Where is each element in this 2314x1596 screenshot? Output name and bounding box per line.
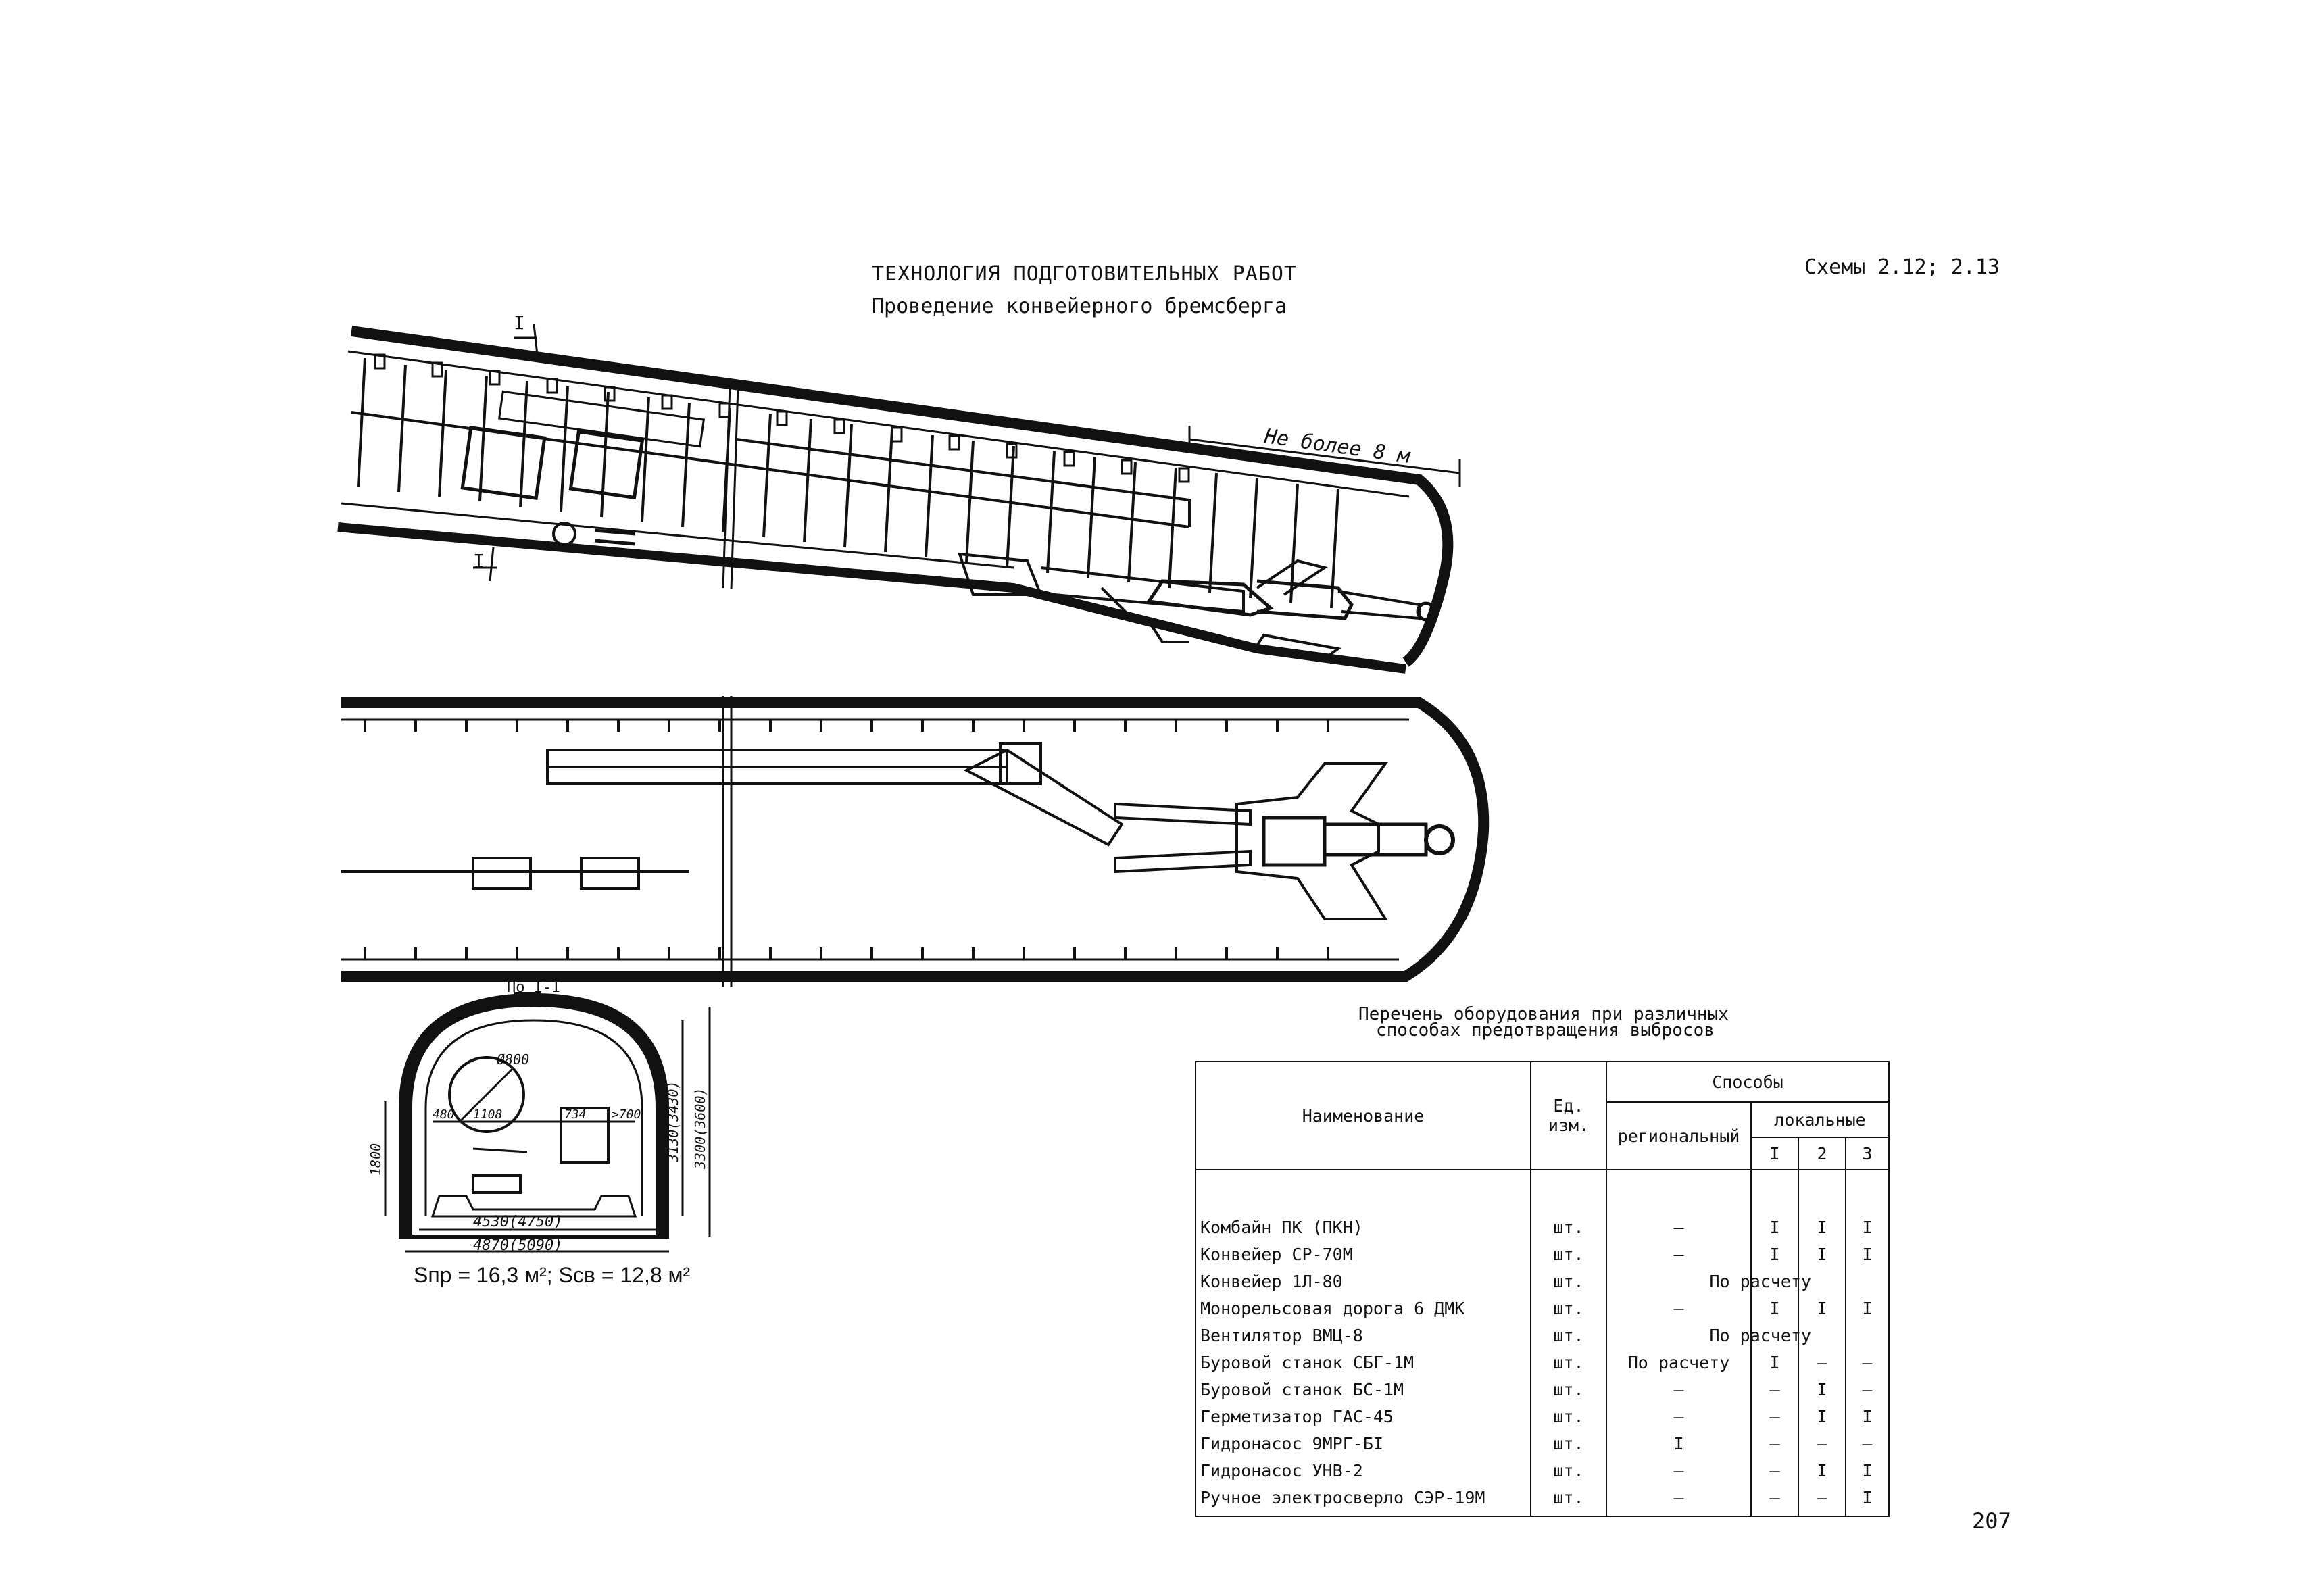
page-title: ТЕХНОЛОГИЯ ПОДГОТОВИТЕЛЬНЫХ РАБОТ: [872, 262, 1298, 286]
header-methods: Способы: [1606, 1061, 1890, 1103]
dim-1800: 1800: [368, 1143, 384, 1176]
header-name: Наименование: [1195, 1061, 1531, 1170]
dim-3130: 3130(3430): [665, 1081, 681, 1163]
section-mark-top: I: [514, 311, 525, 334]
page-number: 207: [1972, 1508, 2011, 1534]
cross-section-label: По I-I: [507, 979, 560, 996]
inclined-tunnel-side-view: [337, 324, 1461, 674]
col-regional: –– По расчету – По расчету По расчету– –…: [1606, 1210, 1811, 1512]
dim-4870: 4870(5090): [473, 1237, 562, 1254]
dim-480: 480: [433, 1107, 455, 1122]
dim-700: >700: [612, 1107, 641, 1122]
dim-3300: 3300(3600): [692, 1088, 708, 1170]
table-caption-line1: Перечень оборудования при различных: [1358, 1004, 1729, 1024]
dim-734: 734: [564, 1107, 587, 1122]
equipment-table: Наименование Ед. изм. Способы региональн…: [1195, 1061, 1890, 1517]
col-names: Комбайн ПК (ПКН)Конвейер СР-70М Конвейер…: [1195, 1210, 1531, 1512]
diameter-dim: Ø800: [497, 1051, 529, 1068]
table-caption-line2: способах предотвращения выбросов: [1376, 1020, 1715, 1041]
area-text: Sпр = 16,3 м²; Sсв = 12,8 м²: [414, 1263, 691, 1287]
section-mark-bottom: I: [473, 550, 485, 572]
header-local-3: 3: [1845, 1137, 1890, 1170]
cross-section-drawing: [384, 992, 711, 1253]
header-local-1: I: [1750, 1137, 1799, 1170]
header-local: локальные: [1750, 1101, 1890, 1138]
dim-4530: 4530(4750): [473, 1214, 562, 1230]
table-row: Комбайн ПК (ПКН)Конвейер СР-70М Конвейер…: [1195, 1210, 1890, 1512]
header-local-2: 2: [1798, 1137, 1846, 1170]
dim-1108: 1108: [473, 1107, 502, 1122]
header-regional: региональный: [1606, 1101, 1752, 1170]
page-subtitle: Проведение конвейерного бремсберга: [872, 295, 1287, 318]
scheme-reference: Схемы 2.12; 2.13: [1804, 255, 2000, 279]
col-units: шт.шт. шт.шт. шт.шт. шт.шт. шт.шт. шт.: [1530, 1210, 1607, 1512]
header-unit: Ед. изм.: [1530, 1061, 1607, 1170]
tunnel-plan-view: [341, 696, 1490, 987]
